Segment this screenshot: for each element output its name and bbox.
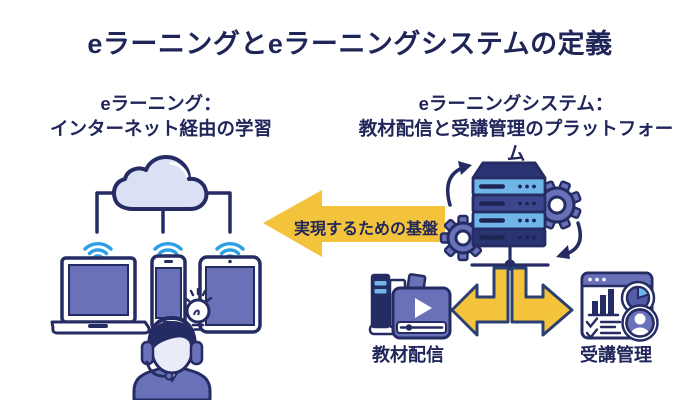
big-arrow-label: 実現するための基盤 <box>293 221 438 238</box>
video-player-icon <box>391 286 452 340</box>
elbow-arrow-left <box>450 266 510 337</box>
avatar-icon <box>621 304 659 342</box>
cloud-icon <box>112 155 209 211</box>
network-node-connector <box>470 243 550 271</box>
checklist-icon <box>585 317 622 340</box>
bar-chart-icon <box>587 289 620 317</box>
elearning-heading-line1: eラーニング： <box>100 93 222 114</box>
lightbulb-icon <box>183 287 213 331</box>
elearning-system-heading: eラーニングシステム： 教材配信と受講管理のプラットフォーム <box>350 91 682 166</box>
elearning-system-heading-line2: 教材配信と受講管理のプラットフォーム <box>358 118 674 164</box>
big-left-arrow <box>263 190 445 257</box>
elearning-illustration <box>50 155 262 400</box>
elearning-system-illustration <box>368 161 659 342</box>
dashboard-icon <box>580 271 659 342</box>
delivery-label: 教材配信 <box>372 345 444 365</box>
student-headset-icon <box>132 315 212 400</box>
tablet-icon <box>198 255 262 334</box>
elearning-system-heading-line1: eラーニングシステム： <box>418 93 614 114</box>
elbow-arrow-right <box>510 266 574 337</box>
page-title: eラーニングとeラーニングシステムの定義 <box>87 29 613 59</box>
cycle-arrow-icon <box>446 161 582 259</box>
server-icon <box>471 161 547 248</box>
elearning-heading-line2: インターネット経由の学習 <box>49 118 272 139</box>
management-label: 受講管理 <box>580 345 652 365</box>
big-left-arrow-shape <box>263 190 445 257</box>
elearning-heading: eラーニング： インターネット経由の学習 <box>30 91 292 141</box>
laptop-icon <box>50 256 151 335</box>
